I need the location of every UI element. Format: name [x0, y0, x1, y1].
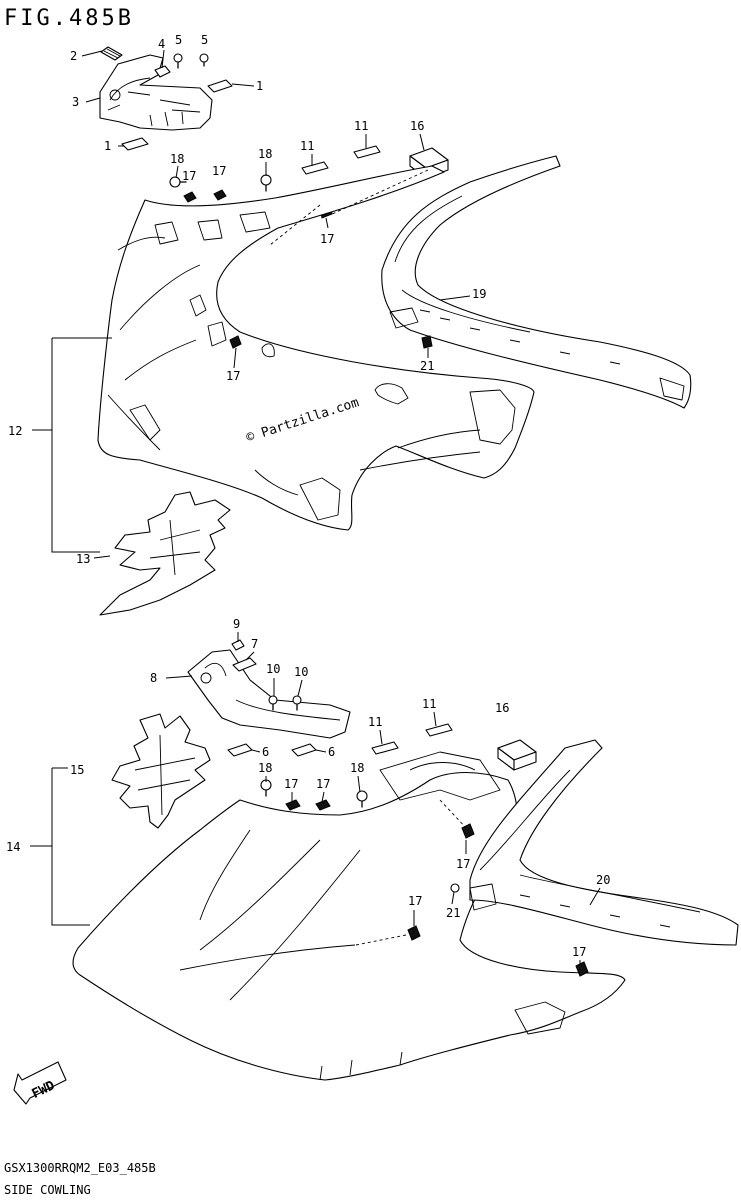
callout-8[interactable]: 8	[150, 671, 157, 685]
callout-16a[interactable]: 16	[410, 119, 424, 133]
foam-part-16b[interactable]	[497, 739, 537, 771]
leader-12	[32, 337, 112, 553]
callout-17b[interactable]: 17	[212, 164, 226, 178]
clip-part-17a[interactable]	[183, 191, 197, 203]
callout-6b[interactable]: 6	[328, 745, 335, 759]
pad-part-11b[interactable]	[353, 145, 381, 159]
callout-6a[interactable]: 6	[262, 745, 269, 759]
callout-2a[interactable]: 2	[70, 49, 77, 63]
pad-part-7[interactable]	[232, 657, 257, 672]
callout-11a[interactable]: 11	[300, 139, 314, 153]
callout-21a[interactable]: 21	[420, 359, 434, 373]
callout-18c[interactable]: 18	[258, 761, 272, 775]
pad-part-6b[interactable]	[291, 743, 317, 757]
bolt-part-18d[interactable]	[356, 790, 368, 808]
screw-part-10b[interactable]	[292, 695, 302, 711]
footer-name: SIDE COWLING	[4, 1183, 91, 1197]
pad-part-6a[interactable]	[227, 743, 253, 757]
callout-17d[interactable]: 17	[226, 369, 240, 383]
pad-part-9[interactable]	[231, 639, 245, 651]
bolt-part-18c[interactable]	[260, 779, 272, 797]
callout-5a[interactable]: 5	[175, 33, 182, 47]
callout-9[interactable]: 9	[233, 617, 240, 631]
side-cowl-part-12[interactable]	[97, 165, 535, 531]
pad-part-2[interactable]	[100, 46, 123, 61]
footer-code: GSX1300RRQM2_E03_485B	[4, 1161, 156, 1175]
fwd-arrow-icon: FWD	[13, 1061, 67, 1105]
pad-part-11a[interactable]	[301, 161, 329, 175]
figure-title: FIG.485B	[4, 6, 134, 31]
hand-icon	[374, 383, 409, 405]
callout-15[interactable]: 15	[70, 763, 84, 777]
callout-3[interactable]: 3	[72, 95, 79, 109]
callout-1a[interactable]: 1	[256, 79, 263, 93]
callout-4[interactable]: 4	[158, 37, 165, 51]
callout-18d[interactable]: 18	[350, 761, 364, 775]
pad-part-1a[interactable]	[207, 79, 233, 93]
callout-7[interactable]: 7	[251, 637, 258, 651]
bolt-part-18b[interactable]	[260, 174, 272, 192]
inner-panel-part-20[interactable]	[450, 739, 739, 946]
callout-10a[interactable]: 10	[266, 662, 280, 676]
callout-16b[interactable]: 16	[495, 701, 509, 715]
clip-part-17b[interactable]	[213, 189, 227, 201]
pad-part-11d[interactable]	[425, 723, 453, 737]
callout-12[interactable]: 12	[8, 424, 22, 438]
callout-17i[interactable]: 17	[572, 945, 586, 959]
callout-11b[interactable]: 11	[354, 119, 368, 133]
screw-part-5b[interactable]	[199, 53, 209, 67]
callout-10b[interactable]: 10	[294, 665, 308, 679]
clip-part-17f[interactable]	[315, 799, 331, 811]
callout-20[interactable]: 20	[596, 873, 610, 887]
lower-side-cowling-assembly	[72, 639, 739, 1081]
callout-5b[interactable]: 5	[201, 33, 208, 47]
callout-labels: 2 4 5 5 1 3 1 18 17 17 18 11 11 16 17 19…	[6, 33, 610, 959]
inner-panel-part-19[interactable]	[381, 155, 692, 409]
bracket-part-8[interactable]	[187, 649, 351, 739]
callout-leaders	[81, 49, 601, 964]
leader-14	[30, 767, 90, 926]
callout-1b[interactable]: 1	[104, 139, 111, 153]
emblem-part-13[interactable]	[99, 491, 231, 616]
pad-part-1b[interactable]	[121, 137, 149, 151]
bolt-part-18a[interactable]	[169, 176, 187, 188]
screw-part-10a[interactable]	[268, 695, 278, 711]
upper-side-cowling-assembly	[97, 46, 692, 616]
bracket-part-3[interactable]	[99, 54, 213, 131]
callout-21b[interactable]: 21	[446, 906, 460, 920]
callout-19[interactable]: 19	[472, 287, 486, 301]
callout-17f[interactable]: 17	[316, 777, 330, 791]
callout-11c[interactable]: 11	[422, 697, 436, 711]
callout-18b[interactable]: 18	[258, 147, 272, 161]
callout-18a[interactable]: 18	[170, 152, 184, 166]
emblem-part-15[interactable]	[111, 713, 211, 829]
screw-part-5a[interactable]	[173, 53, 183, 69]
callout-14[interactable]: 14	[6, 840, 20, 854]
callout-13[interactable]: 13	[76, 552, 90, 566]
pad-part-11c[interactable]	[371, 741, 399, 755]
callout-17h[interactable]: 17	[408, 894, 422, 908]
clip-part-17e[interactable]	[285, 799, 301, 811]
callout-17c[interactable]: 17	[320, 232, 334, 246]
callout-17e[interactable]: 17	[284, 777, 298, 791]
callout-11d[interactable]: 11	[368, 715, 382, 729]
callout-17a[interactable]: 17	[182, 169, 196, 183]
callout-17g[interactable]: 17	[456, 857, 470, 871]
